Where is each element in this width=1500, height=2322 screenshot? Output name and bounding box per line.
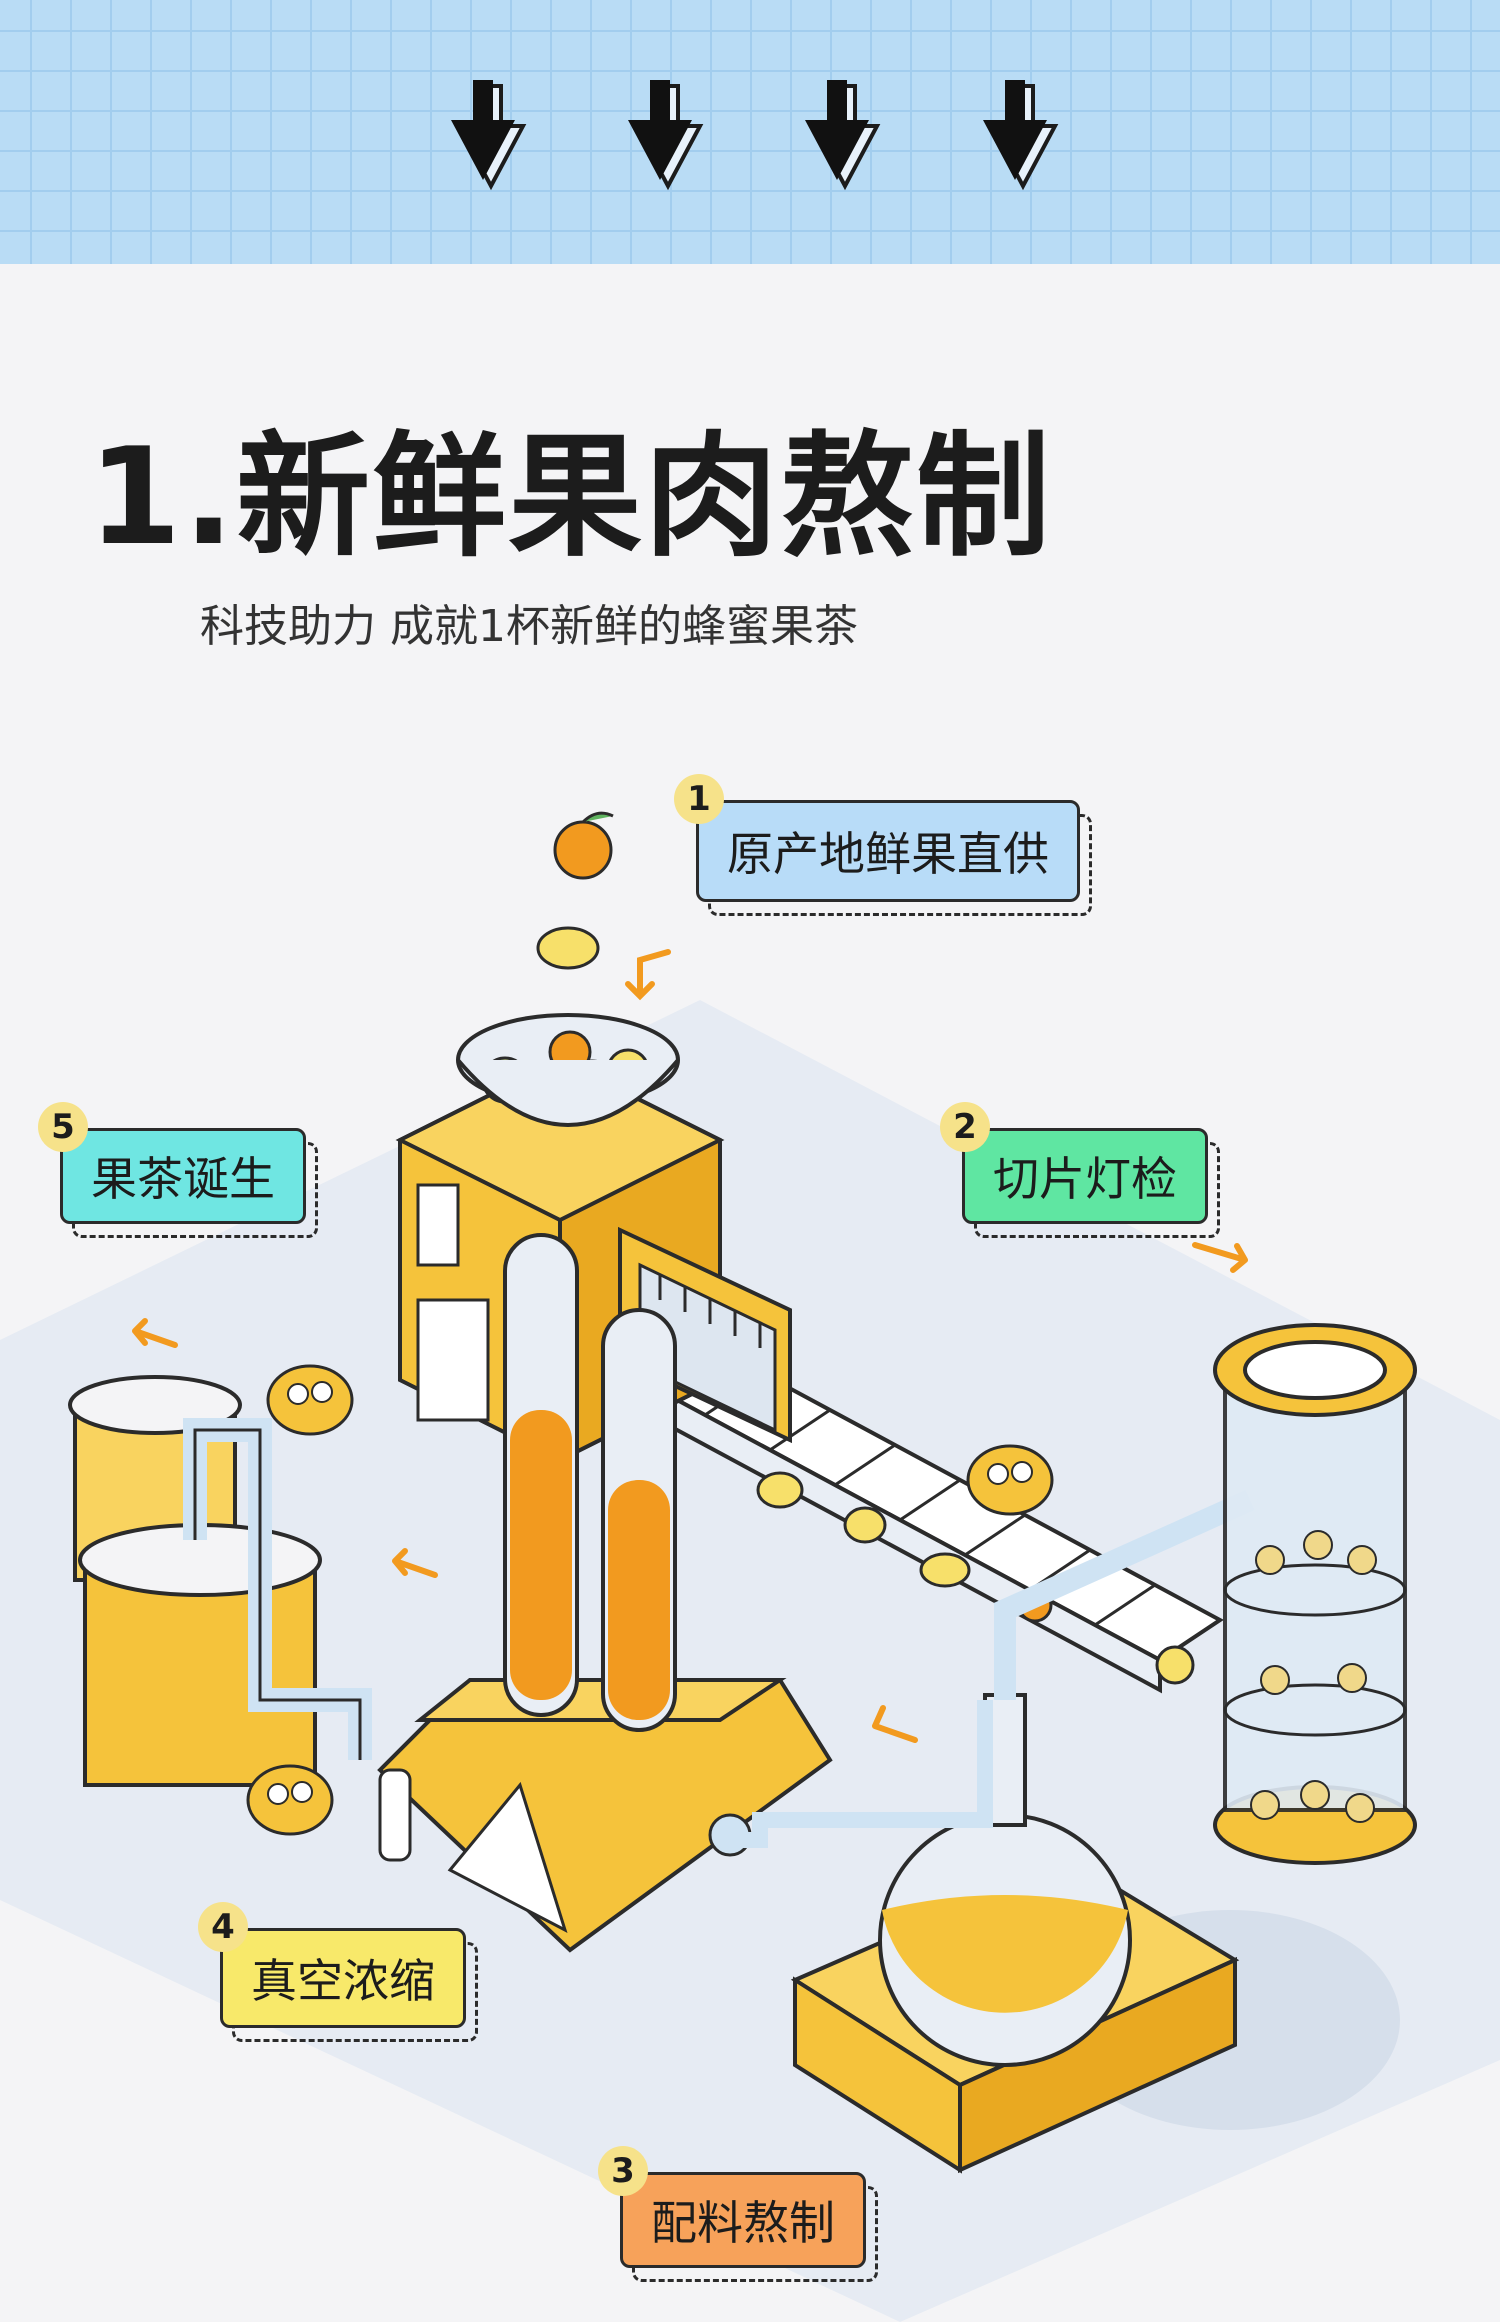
right-arrow-icon <box>1192 1242 1248 1273</box>
mascot <box>966 1444 1054 1516</box>
orange-icon <box>553 820 613 880</box>
step-number: 1 <box>674 774 724 824</box>
step-label: 真空浓缩 <box>220 1928 466 2028</box>
step-label: 配料熬制 <box>620 2172 866 2268</box>
step-tag-2: 2 切片灯检 <box>940 1102 1220 1238</box>
left-arrow-icon <box>132 1318 178 1348</box>
step-label: 原产地鲜果直供 <box>696 800 1080 902</box>
vacuum-concentrator <box>377 1233 833 1953</box>
left-arrow-icon <box>872 1705 918 1743</box>
down-arrow-icon <box>628 80 704 191</box>
step-number: 2 <box>940 1102 990 1152</box>
drop-arrow-icon <box>625 949 671 1001</box>
step-number: 3 <box>598 2146 648 2196</box>
production-line-illustration <box>0 811 1500 2322</box>
section-title: 1.新鲜果肉熬制 <box>88 419 1053 575</box>
section-subtitle: 科技助力 成就1杯新鲜的蜂蜜果茶 <box>200 601 858 652</box>
down-arrow-icon <box>805 80 881 191</box>
fruit-bowl <box>456 1013 680 1127</box>
step-label: 果茶诞生 <box>60 1128 306 1224</box>
down-arrow-icon <box>983 80 1059 191</box>
lemon <box>843 1506 887 1544</box>
lemon <box>756 1471 804 1509</box>
step-number: 4 <box>198 1902 248 1952</box>
fruit-tea-jars <box>68 1375 372 1787</box>
left-arrow-icon <box>392 1548 438 1578</box>
step-tag-3: 3 配料熬制 <box>598 2146 878 2282</box>
step-label: 切片灯检 <box>962 1128 1208 1224</box>
mascot <box>266 1364 354 1436</box>
lemon <box>1155 1645 1195 1685</box>
arrow-row <box>451 80 1059 191</box>
inspection-cylinder <box>1213 1323 1417 1865</box>
mascot <box>246 1764 334 1836</box>
step-tag-5: 5 果茶诞生 <box>38 1102 318 1238</box>
step-number: 5 <box>38 1102 88 1152</box>
step-tag-1: 1 原产地鲜果直供 <box>674 774 1092 916</box>
top-grid-band <box>0 0 1500 264</box>
lemon-icon <box>536 926 600 970</box>
step-tag-4: 4 真空浓缩 <box>198 1902 478 2042</box>
lemon <box>919 1552 971 1588</box>
down-arrow-icon <box>451 80 527 191</box>
boiling-flask <box>730 1489 1255 2174</box>
